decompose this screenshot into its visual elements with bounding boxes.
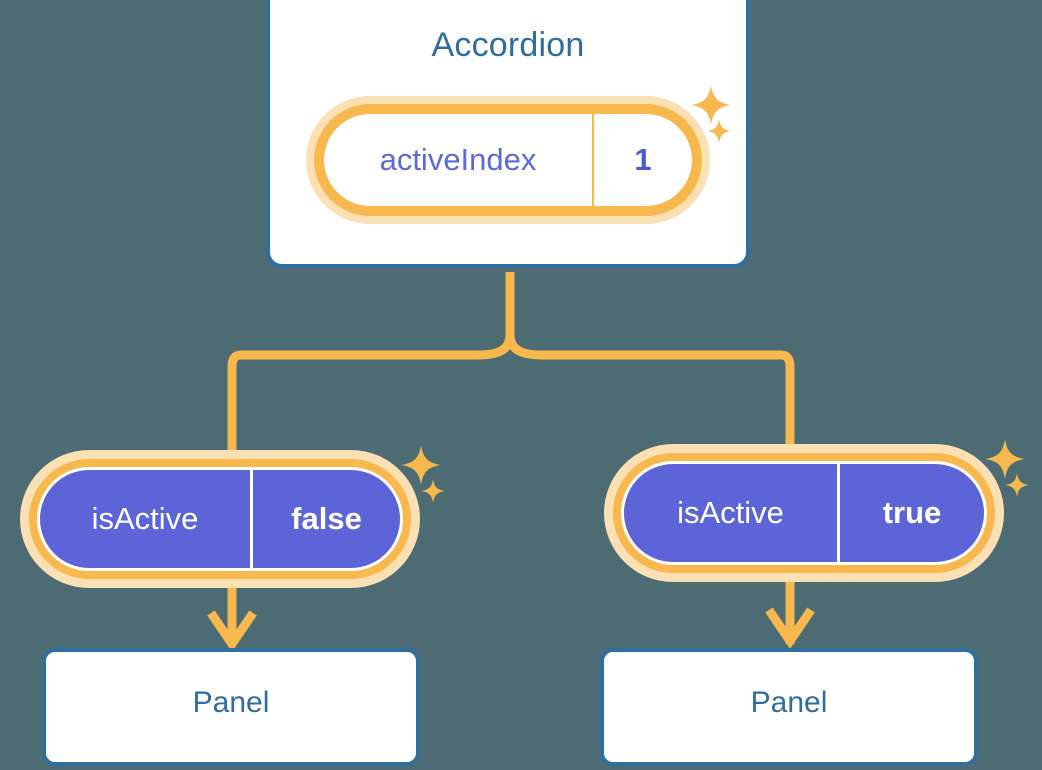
pill-divider [250, 470, 253, 568]
pill-value-label: 1 [634, 142, 652, 177]
prop-pill-isactive-true[interactable]: isActive true [604, 444, 1004, 582]
panel-title: Panel [192, 686, 270, 719]
pill-divider [837, 464, 840, 562]
panel-card-right[interactable]: Panel [600, 648, 978, 766]
state-pill-activeindex[interactable]: activeIndex 1 [306, 96, 710, 224]
panel-card-left[interactable]: Panel [42, 648, 420, 766]
sparkle-icon-large [984, 438, 1026, 480]
pill-key-label: isActive [677, 495, 784, 530]
sparkle-icon-large [690, 84, 732, 126]
sparkle-icon-small [706, 118, 732, 144]
arrow-head-left [207, 610, 257, 653]
pill-divider [592, 114, 594, 206]
pill-value-label: true [882, 495, 942, 530]
sparkle-icon-small [1004, 472, 1030, 498]
arrow-head-right [765, 607, 815, 650]
accordion-title: Accordion [431, 26, 585, 64]
pill-key-label: activeIndex [379, 142, 537, 177]
pill-body: isActive true [624, 464, 984, 562]
sparkle-icon-large [400, 444, 442, 486]
panel-title: Panel [750, 686, 828, 719]
pill-body: activeIndex 1 [324, 114, 692, 206]
prop-pill-isactive-false[interactable]: isActive false [20, 450, 420, 588]
pill-body: isActive false [40, 470, 400, 568]
pill-value-label: false [291, 501, 362, 536]
pill-key-label: isActive [91, 501, 199, 536]
sparkle-icon-small [420, 478, 446, 504]
